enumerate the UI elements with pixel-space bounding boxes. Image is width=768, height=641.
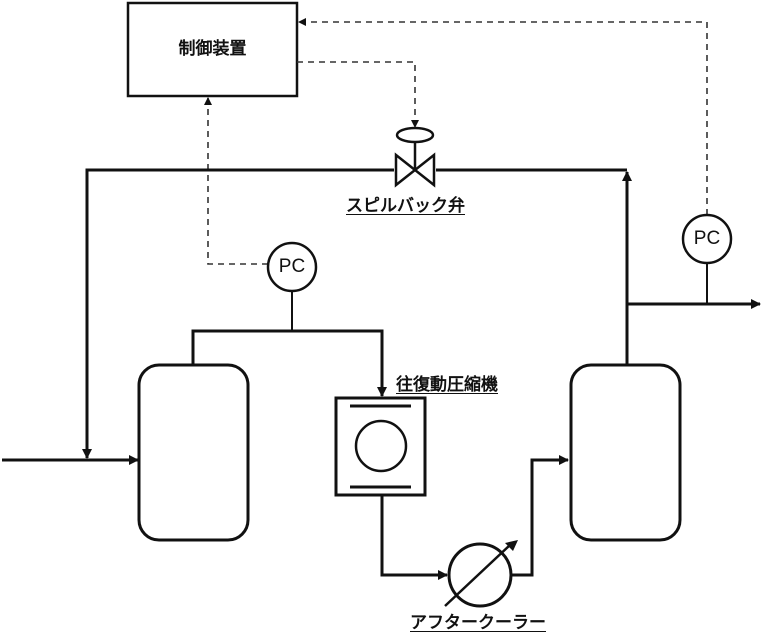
signal-line-pc-suction-to-controller — [204, 97, 268, 265]
reciprocating-compressor-icon — [334, 396, 427, 497]
suction-line — [191, 329, 387, 397]
pc-discharge-label: PC — [693, 228, 721, 249]
controller-box — [126, 1, 299, 98]
cooler-outlet-line — [512, 455, 569, 577]
suction-drum-vessel — [137, 363, 250, 542]
aftercooler-label: アフタークーラー — [410, 613, 546, 633]
spillback-valve-label: スピルバック弁 — [346, 196, 465, 216]
compressor-discharge-line — [380, 495, 448, 580]
discharge-drum-vessel — [569, 363, 682, 542]
signal-line-controller-to-valve — [297, 61, 419, 128]
pc-suction-label: PC — [278, 256, 306, 277]
aftercooler-icon — [444, 540, 518, 608]
signal-line-pc-discharge-to-controller — [298, 18, 708, 215]
spillback-valve-icon — [394, 126, 436, 188]
spillback-line-from-valve — [82, 168, 394, 459]
pc-discharge-circle — [681, 213, 733, 265]
controller-label: 制御装置 — [178, 39, 247, 59]
compressor-label: 往復動圧縮機 — [396, 375, 498, 395]
pc-suction-circle — [266, 241, 318, 293]
